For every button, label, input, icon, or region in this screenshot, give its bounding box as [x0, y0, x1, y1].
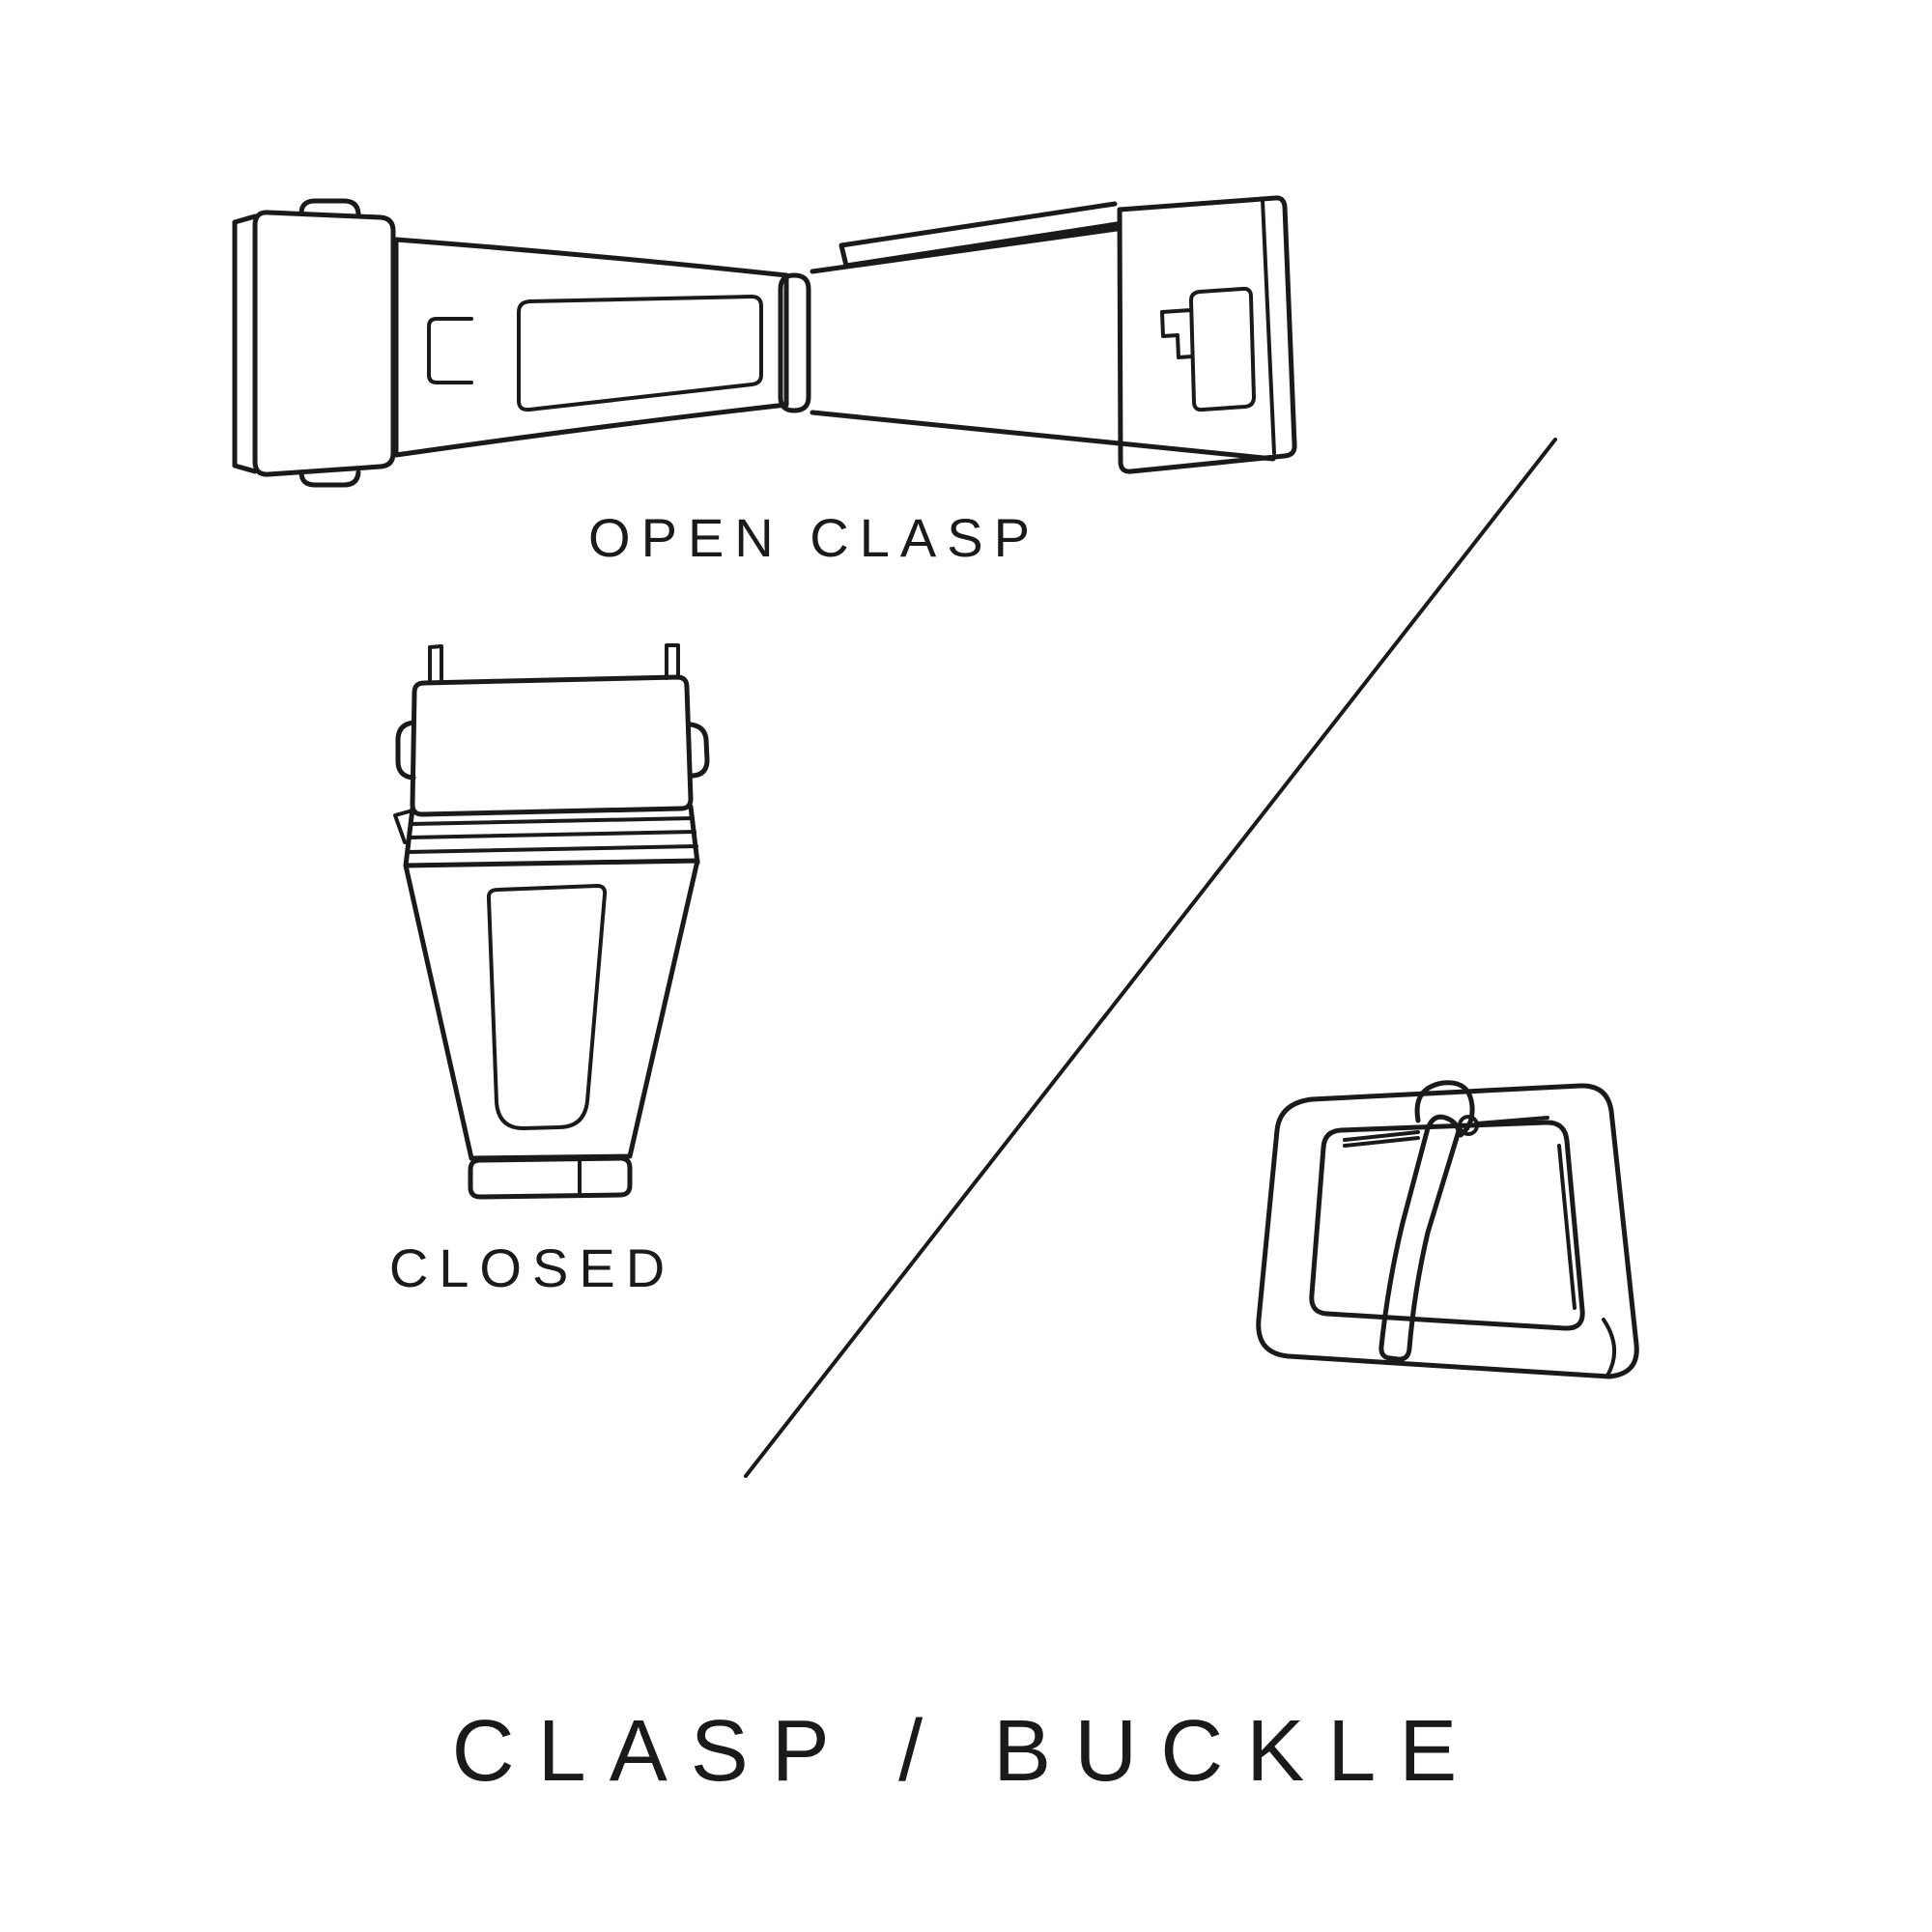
diagram-title: CLASP / BUCKLE	[451, 1703, 1481, 1800]
closed-clasp-top-block	[395, 674, 710, 817]
closed-clasp-band	[393, 804, 700, 868]
closed-clasp-prongs	[428, 643, 680, 682]
closed-clasp-label: CLOSED	[388, 1237, 676, 1298]
open-clasp-illustration	[232, 195, 1297, 488]
buckle-frame	[1256, 1083, 1639, 1379]
open-clasp-left-blade	[393, 237, 789, 458]
buckle-tongue	[1378, 1080, 1475, 1362]
open-clasp-right-blade	[810, 195, 1297, 474]
buckle-pin-axle	[1343, 1115, 1549, 1148]
open-clasp-left-end-piece	[232, 198, 396, 488]
buckle-illustration	[1256, 1080, 1639, 1379]
open-clasp-label: OPEN CLASP	[588, 507, 1040, 568]
open-clasp-hinge	[778, 272, 811, 413]
closed-clasp-illustration	[393, 643, 710, 1200]
closed-clasp-body	[403, 858, 700, 1200]
